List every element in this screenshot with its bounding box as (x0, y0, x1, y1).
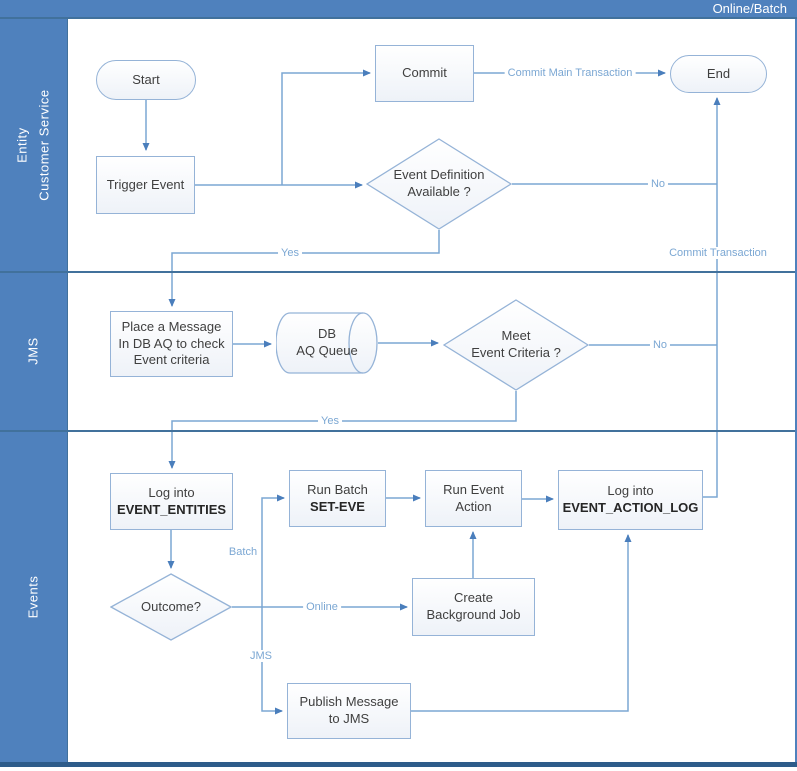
node-run-batch[interactable]: Run Batch SET-EVE (289, 470, 386, 527)
node-trigger-event[interactable]: Trigger Event (96, 156, 195, 214)
diamond-shape (110, 573, 232, 641)
lane-header-events[interactable]: Events (0, 432, 67, 762)
edge-label-online: Online (303, 601, 341, 613)
node-log-event-action-log[interactable]: Log into EVENT_ACTION_LOG (558, 470, 703, 530)
edge-label-commit-transaction: Commit Transaction (666, 247, 770, 259)
diagram-title: Online/Batch (712, 1, 787, 16)
diagram-canvas: Start Trigger Event Commit Event Definit… (68, 19, 797, 762)
node-create-background-job[interactable]: Create Background Job (412, 578, 535, 636)
node-end[interactable]: End (670, 55, 767, 93)
diagram-title-bar: Online/Batch (0, 0, 797, 19)
edge-publish-to-log-action[interactable] (411, 534, 632, 712)
node-log-event-entities[interactable]: Log into EVENT_ENTITIES (110, 473, 233, 530)
edge-label-batch: Batch (225, 546, 261, 558)
edge-event-definition-yes[interactable] (168, 230, 440, 307)
node-start[interactable]: Start (96, 60, 196, 100)
lane-divider-1 (68, 271, 795, 273)
node-run-event-action[interactable]: Run Event Action (425, 470, 522, 527)
edge-label-commit-main-transaction: Commit Main Transaction (504, 67, 636, 79)
node-db-aq-queue[interactable]: DB AQ Queue (276, 312, 378, 374)
node-meet-criteria-decision[interactable]: Meet Event Criteria ? (443, 299, 589, 391)
lane-divider-2 (68, 430, 795, 432)
lane-label-entity-customer-service: Entity Customer Service (14, 89, 52, 201)
lane-header-jms[interactable]: JMS (0, 273, 67, 432)
lane-header-entity-customer-service[interactable]: Entity Customer Service (0, 19, 67, 273)
connector-layer (142, 69, 721, 715)
diamond-shape (366, 138, 512, 230)
node-publish-message[interactable]: Publish Message to JMS (287, 683, 411, 739)
lane-label-events: Events (25, 575, 41, 619)
cylinder-shape (276, 312, 378, 374)
lane-header-column: Entity Customer Service JMS Events (0, 19, 68, 762)
swimlane-body: Entity Customer Service JMS Events (0, 19, 797, 762)
edge-outcome-jms[interactable] (261, 607, 283, 715)
edge-label-no-meet-criteria: No (649, 339, 671, 351)
lane-label-jms: JMS (25, 337, 41, 366)
node-commit[interactable]: Commit (375, 45, 474, 102)
node-place-message[interactable]: Place a Message In DB AQ to check Event … (110, 311, 233, 377)
node-event-definition-decision[interactable]: Event Definition Available ? (366, 138, 512, 230)
edge-outcome-batch[interactable] (261, 494, 285, 607)
edge-label-yes-meet-criteria: Yes (318, 415, 342, 427)
edge-trigger-to-commit[interactable] (281, 69, 371, 185)
edge-meet-criteria-yes[interactable] (168, 391, 517, 469)
diamond-shape (443, 299, 589, 391)
edge-log-action-to-end[interactable] (703, 97, 721, 498)
edge-label-no-event-definition: No (647, 178, 669, 190)
edge-label-yes-event-definition: Yes (278, 247, 302, 259)
node-outcome-decision[interactable]: Outcome? (110, 573, 232, 641)
edge-label-jms: JMS (247, 650, 275, 662)
diagram-bottom-border (0, 762, 797, 767)
